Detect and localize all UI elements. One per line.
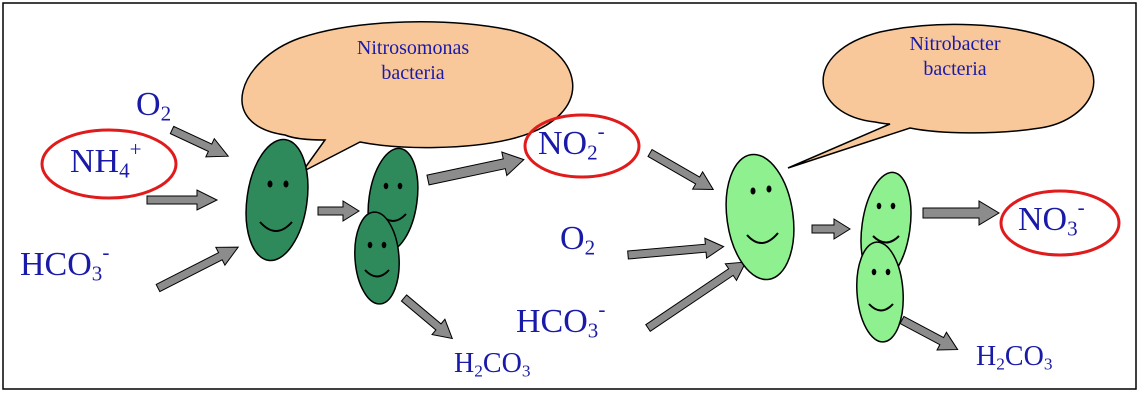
no3-red-ellipse-highlight (999, 189, 1121, 257)
nitrosomonas-line2: bacteria (381, 62, 445, 84)
nitrobacter-line1: Nitrobacter (909, 33, 1001, 55)
nitrobacter-speech-bubble-icon (787, 23, 1095, 169)
label-no2: NO2- (538, 119, 605, 165)
cell-4-smiley-face-icon (725, 153, 795, 281)
arrow-cell2-to-no2-right-arrow-icon (426, 151, 525, 186)
nitrobacter-line2: bacteria (923, 58, 987, 80)
arrow-no2-to-cell4-right-arrow-icon (647, 148, 715, 191)
arrow-cell5-to-no3-right-arrow-icon (922, 200, 1000, 226)
arrow-cell6-to-h2co3-right-arrow-icon (899, 315, 959, 351)
arrow-nh4-to-cell1-right-arrow-icon (146, 189, 219, 211)
label-hco3-mid: HCO3- (516, 297, 606, 343)
nitrosomonas-speech-bubble-icon (241, 21, 574, 173)
arrow-hco3-to-cell4-right-arrow-icon (645, 261, 747, 333)
cell-1-smiley-face-icon (245, 138, 309, 262)
nh4-red-ellipse-highlight (40, 128, 178, 200)
arrow-o2-to-cell4-right-arrow-icon (627, 237, 725, 260)
arrow-o2-to-cell1-right-arrow-icon (169, 125, 230, 158)
arrow-cell1-to-cell2-right-arrow-icon (317, 200, 360, 222)
arrow-cell4-to-cell5-right-arrow-icon (811, 218, 851, 240)
no2-red-ellipse-highlight (523, 113, 641, 179)
nitrosomonas-line1: Nitrosomonas (356, 37, 470, 59)
label-hco3-left: HCO3- (20, 240, 110, 286)
cell-6-smiley-face-icon (856, 241, 904, 343)
label-nh4: NH4+ (70, 137, 142, 183)
label-h2co3-left: H2CO3 (454, 348, 531, 381)
nitrobacter-bubble-label: Nitrobacter bacteria (895, 32, 1015, 82)
nitrosomonas-bubble-label: Nitrosomonas bacteria (348, 36, 478, 86)
arrows (146, 125, 1000, 351)
label-no3: NO3- (1018, 195, 1085, 241)
label-h2co3-right: H2CO3 (976, 341, 1053, 374)
cell-3-smiley-face-icon (354, 211, 400, 305)
label-o2-left: O2 (136, 86, 172, 126)
label-o2-mid: O2 (560, 220, 596, 260)
arrow-hco3-to-cell1-right-arrow-icon (155, 246, 240, 293)
arrow-cell3-to-h2co3-right-arrow-icon (400, 294, 454, 340)
